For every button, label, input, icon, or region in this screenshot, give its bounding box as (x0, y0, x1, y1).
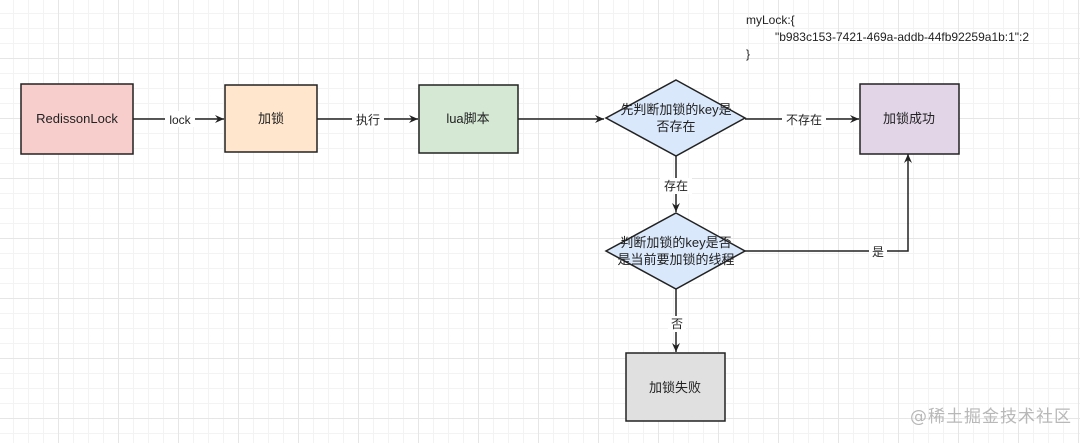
redis-hash-note: myLock:{ "b983c153-7421-469a-addb-44fb922… (746, 12, 1029, 63)
node-lua-script: lua脚本 (418, 84, 519, 154)
node-check-thread: 判断加锁的key是否 是当前要加锁的线程 (604, 212, 747, 290)
node-lock-success: 加锁成功 (859, 83, 960, 155)
edge-labels: lock 执行 不存在 存在 是 否 (165, 111, 887, 332)
node-lock-label: 加锁 (258, 111, 284, 126)
node-lock-fail: 加锁失败 (625, 352, 726, 422)
node-check-key-exists: 先判断加锁的key是 否存在 (604, 79, 747, 157)
node-lock-fail-label: 加锁失败 (649, 380, 701, 395)
node-check-thread-line2: 是当前要加锁的线程 (617, 252, 734, 267)
node-check-thread-line1: 判断加锁的key是否 (620, 235, 731, 250)
watermark-text: @稀土掘金技术社区 (910, 407, 1072, 427)
node-redisson-lock: RedissonLock (20, 83, 134, 155)
node-lock: 加锁 (224, 84, 318, 153)
edge-label-execute: 执行 (356, 113, 380, 127)
note-line-3: } (746, 47, 751, 61)
node-check-key-exists-line1: 先判断加锁的key是 (620, 102, 731, 117)
edge-check-thread-to-success (745, 154, 912, 252)
edge-label-yes: 是 (872, 245, 884, 259)
edge-label-exists: 存在 (664, 179, 688, 193)
node-lua-script-label: lua脚本 (446, 111, 489, 126)
edges (133, 115, 912, 352)
node-lock-success-label: 加锁成功 (883, 111, 935, 126)
note-line-2: "b983c153-7421-469a-addb-44fb92259a1b:1"… (775, 30, 1030, 44)
edge-label-no: 否 (671, 317, 683, 331)
edge-label-not-exists: 不存在 (786, 113, 822, 127)
edge-label-lock: lock (169, 113, 191, 127)
node-check-key-exists-line2: 否存在 (656, 119, 695, 134)
note-line-1: myLock:{ (746, 13, 795, 27)
node-redisson-lock-label: RedissonLock (36, 111, 118, 126)
